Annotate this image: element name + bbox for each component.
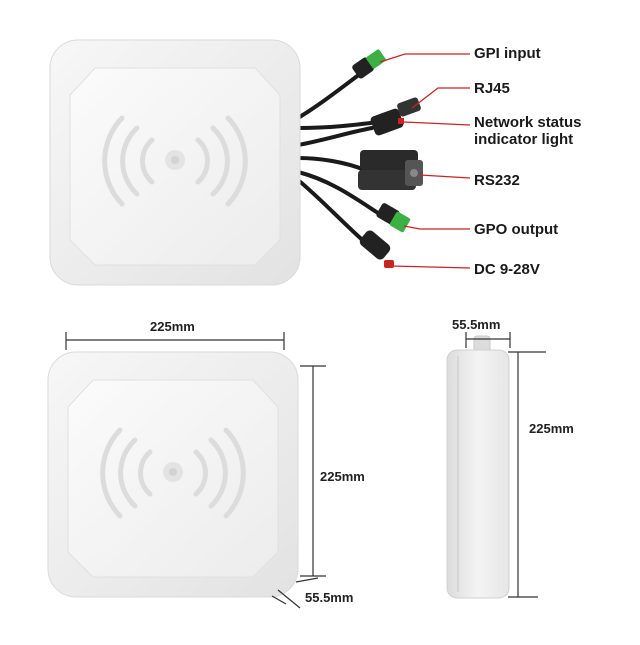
dim-side-height: 225mm <box>529 421 574 436</box>
dim-front-depth: 55.5mm <box>305 590 354 605</box>
label-dc-power: DC 9-28V <box>474 261 540 278</box>
leader-gpo <box>403 225 470 230</box>
cable-network <box>296 126 374 147</box>
cable-dc <box>296 178 370 247</box>
leader-lines <box>379 53 471 269</box>
rj45-connector <box>370 97 421 136</box>
label-rj45: RJ45 <box>474 80 510 97</box>
dim-front-height: 225mm <box>320 469 365 484</box>
leader-dc <box>391 265 471 269</box>
cable-rj45 <box>296 120 380 130</box>
leader-rj45 <box>411 87 470 109</box>
rfid-logo-icon <box>100 427 246 519</box>
label-network-line1: Network status <box>474 114 582 131</box>
reader-front-view <box>47 332 326 609</box>
rs232-connector <box>358 150 423 190</box>
dc-connector <box>359 230 394 268</box>
cable-rs232 <box>296 156 367 172</box>
rfid-logo-icon <box>102 115 248 207</box>
dim-front-width: 225mm <box>150 319 195 334</box>
label-network-line2: indicator light <box>474 131 574 148</box>
front-dimension-lines <box>65 332 326 609</box>
label-network-status: Network status indicator light <box>474 114 624 148</box>
side-dimension-lines <box>465 332 546 598</box>
leader-network <box>403 121 471 126</box>
leader-rs232 <box>419 174 471 179</box>
reader-side-view <box>446 332 546 599</box>
cable-gpo <box>296 170 380 215</box>
reader-top-view <box>49 39 471 286</box>
dim-side-depth: 55.5mm <box>452 317 501 332</box>
side-body <box>446 349 510 599</box>
gpo-connector <box>376 203 411 233</box>
label-gpi-input: GPI input <box>474 45 541 62</box>
label-gpo-output: GPO output <box>474 221 559 238</box>
gpi-connector <box>352 49 386 79</box>
label-rs232: RS232 <box>474 172 520 189</box>
leader-gpi <box>379 53 470 63</box>
